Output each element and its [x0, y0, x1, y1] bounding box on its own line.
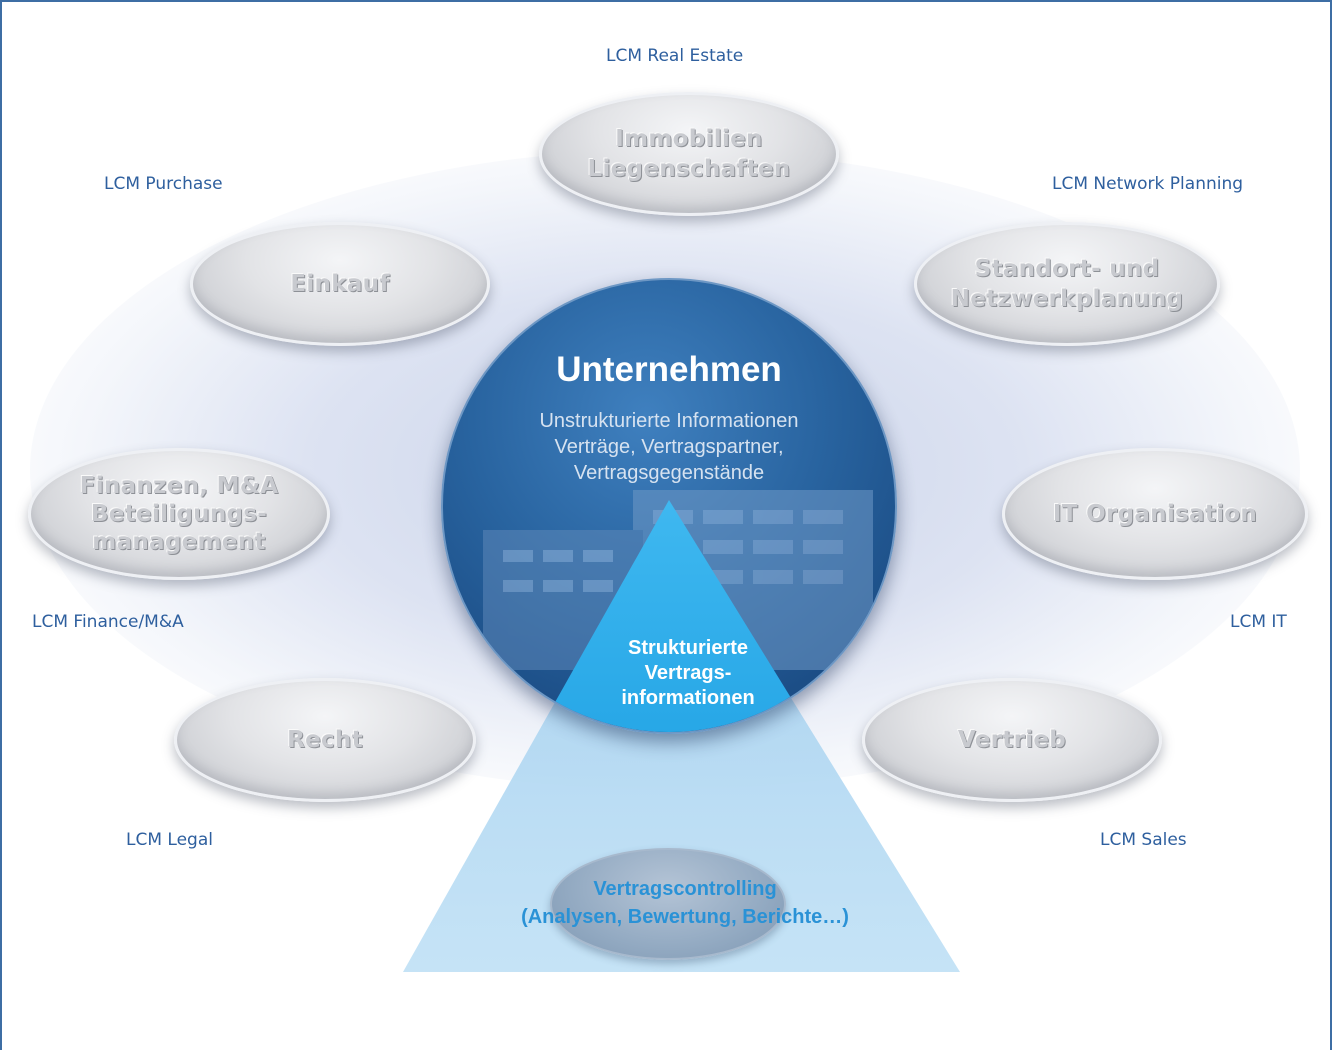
pill-it-organisation-label: IT Organisation — [1052, 501, 1258, 527]
pill-recht[interactable]: Recht — [174, 678, 476, 802]
pill-standort-label: Standort- und Netzwerkplanung — [950, 256, 1184, 312]
pill-immobilien-label: Immobilien Liegenschaften — [587, 126, 791, 182]
controlling-text: Vertragscontrolling (Analysen, Bewertung… — [470, 875, 900, 931]
company-title: Unternehmen — [556, 350, 782, 389]
company-subtitle-line-1: Unstrukturierte Informationen — [539, 410, 799, 432]
structured-info-line-2: Vertrags- — [644, 662, 732, 684]
pill-finanzen-label: Finanzen, M&A Beteiligungs- management — [79, 473, 279, 555]
structured-info-text: Strukturierte Vertrags- informationen — [588, 636, 788, 711]
label-it: LCM IT — [1230, 612, 1287, 632]
controlling-line-2: (Analysen, Bewertung, Berichte…) — [521, 906, 849, 928]
pill-finanzen[interactable]: Finanzen, M&A Beteiligungs- management — [28, 448, 330, 580]
controlling-pyramid — [403, 500, 960, 972]
pill-recht-label: Recht — [287, 727, 363, 753]
label-finance: LCM Finance/M&A — [32, 612, 184, 632]
controlling-line-1: Vertragscontrolling — [593, 878, 777, 900]
structured-info-line-1: Strukturierte — [627, 637, 749, 659]
company-subtitle: Unstrukturierte Informationen Verträge, … — [443, 408, 895, 486]
label-purchase: LCM Purchase — [104, 174, 223, 194]
pill-vertrieb-label: Vertrieb — [957, 727, 1067, 753]
label-real-estate: LCM Real Estate — [606, 46, 744, 66]
pill-vertrieb[interactable]: Vertrieb — [862, 678, 1162, 802]
company-subtitle-line-2: Verträge, Vertragspartner, — [554, 436, 784, 458]
controlling-pill[interactable] — [550, 848, 786, 960]
pill-einkauf-label: Einkauf — [290, 271, 390, 297]
label-sales: LCM Sales — [1100, 830, 1187, 850]
pill-immobilien[interactable]: Immobilien Liegenschaften — [539, 92, 839, 216]
label-legal: LCM Legal — [126, 830, 213, 850]
company-subtitle-line-3: Vertragsgegenstände — [573, 462, 765, 484]
pill-standort[interactable]: Standort- und Netzwerkplanung — [914, 222, 1220, 346]
pill-it-organisation[interactable]: IT Organisation — [1002, 448, 1308, 580]
label-network-planning: LCM Network Planning — [1052, 174, 1244, 194]
pill-einkauf[interactable]: Einkauf — [190, 222, 490, 346]
structured-info-line-3: informationen — [621, 687, 755, 709]
